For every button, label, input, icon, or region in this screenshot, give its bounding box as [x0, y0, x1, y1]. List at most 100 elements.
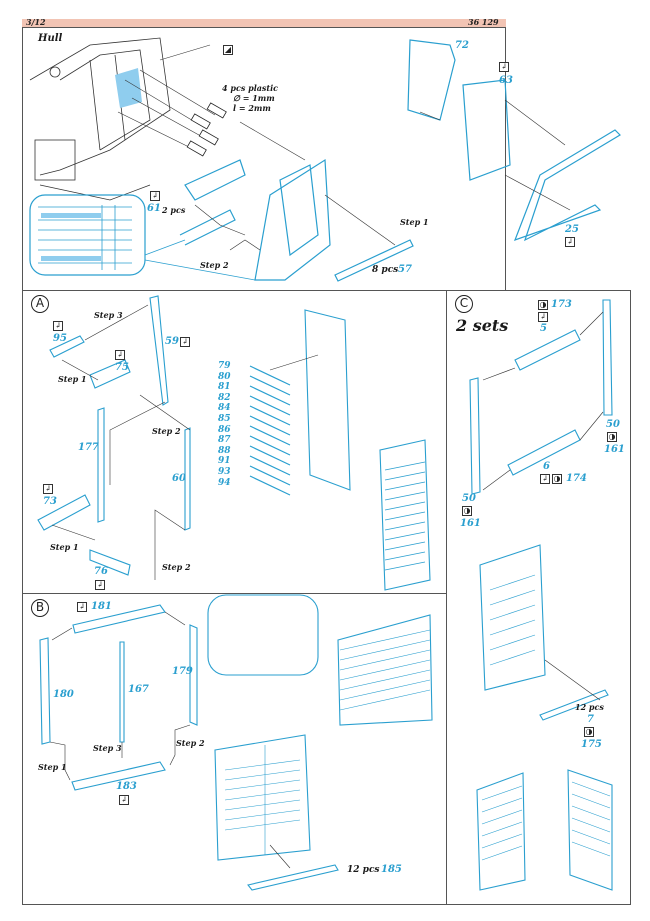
louver-part-label: 81	[218, 382, 231, 393]
section-c-slats	[481, 574, 611, 861]
part-167-label: 167	[128, 684, 149, 695]
bend-icon: ↲	[499, 62, 509, 72]
part-61-qty: 2 pcs	[162, 205, 186, 215]
section-c-parts	[469, 299, 613, 891]
bend-icon: ↲	[53, 321, 63, 331]
part-161-right-label: 161	[604, 444, 625, 455]
part-5-label: 5	[540, 323, 547, 334]
part-7-qty: 12 pcs	[575, 702, 604, 712]
hull-blue-parts	[29, 39, 621, 282]
part-61-label: 61	[147, 203, 161, 214]
part-63-label: 63	[499, 75, 513, 86]
section-b-slats	[224, 629, 431, 855]
section-a-arrows	[51, 304, 319, 580]
louver-part-label: 94	[218, 477, 231, 488]
part-185-qty: 12 pcs	[347, 865, 380, 875]
plastic-note-line3: l = 2mm	[233, 103, 271, 113]
sets-count: 2 sets	[456, 316, 509, 335]
section-b-parts	[39, 594, 433, 891]
louver-part-label: 84	[218, 403, 231, 414]
louver-part-label: 80	[218, 371, 231, 382]
part-57-label: 57	[398, 264, 412, 275]
part-6-label: 6	[543, 461, 550, 472]
part-183-label: 183	[116, 781, 137, 792]
bend-icon: ↲	[115, 350, 125, 360]
part-7-label: 7	[587, 714, 594, 725]
hull-step-1: Step 1	[400, 217, 429, 227]
anneal-icon: ◑	[552, 474, 562, 484]
part-50-left-label: 50	[462, 493, 476, 504]
hull-sketch	[29, 37, 171, 201]
page-number: 3/12	[26, 17, 46, 27]
anneal-icon: ◑	[538, 300, 548, 310]
part-25-label: 25	[565, 224, 579, 235]
louver-part-label: 91	[218, 456, 231, 467]
louver-part-label: 93	[218, 467, 231, 477]
section-b-step-3: Step 3	[93, 743, 122, 753]
bend-icon: ↲	[150, 191, 160, 201]
plastic-note-line2: ∅ = 1mm	[233, 93, 275, 103]
section-a-marker: A	[31, 295, 49, 313]
bend-icon: ↲	[119, 795, 129, 805]
bend-icon: ↲	[95, 580, 105, 590]
part-95-label: 95	[53, 333, 67, 344]
section-b-step-2: Step 2	[176, 738, 205, 748]
section-a-step-2-upper: Step 2	[152, 426, 181, 436]
louver-part-label: 86	[218, 424, 231, 435]
louver-part-label: 88	[218, 445, 231, 456]
bend-icon: ↲	[43, 484, 53, 494]
part-173-label: 173	[551, 299, 572, 310]
anneal-icon: ◑	[584, 727, 594, 737]
part-50-right-label: 50	[606, 419, 620, 430]
section-b-step-1: Step 1	[38, 762, 67, 772]
part-76-label: 76	[94, 566, 108, 577]
section-b-arrows	[49, 611, 291, 869]
part-59-label: 59	[165, 336, 179, 347]
part-179-label: 179	[172, 666, 193, 677]
paint-icon: ◢	[223, 45, 233, 55]
bend-icon: ↲	[565, 237, 575, 247]
plastic-pins	[186, 102, 227, 157]
part-75-label: 75	[115, 362, 129, 373]
part-175-label: 175	[581, 739, 602, 750]
product-code: 36 129	[468, 17, 499, 27]
hull-arrows	[194, 99, 571, 251]
section-a-step-1-lower: Step 1	[50, 542, 79, 552]
part-72-label: 72	[455, 40, 469, 51]
part-180-label: 180	[53, 689, 74, 700]
bend-icon: ↲	[77, 602, 87, 612]
part-73-label: 73	[43, 496, 57, 507]
hull-title: Hull	[38, 33, 63, 44]
anneal-icon: ◑	[462, 506, 472, 516]
header-bar	[22, 19, 506, 27]
anneal-icon: ◑	[607, 432, 617, 442]
louver-strips	[249, 365, 291, 496]
hull-fill-area	[115, 68, 142, 108]
louver-part-label: 79	[218, 361, 231, 371]
bend-icon: ↲	[538, 312, 548, 322]
part-185-label: 185	[381, 864, 402, 875]
section-a-step-3: Step 3	[94, 310, 123, 320]
detail-inset-lines	[38, 205, 256, 281]
assembled-louver-a	[384, 461, 426, 571]
section-a-step-1-upper: Step 1	[58, 374, 87, 384]
bend-icon: ↲	[180, 337, 190, 347]
louver-part-label: 85	[218, 414, 231, 424]
plastic-note-line1: 4 pcs plastic	[222, 83, 279, 93]
part-161-left-label: 161	[460, 518, 481, 529]
part-57-qty: 8 pcs	[372, 265, 399, 275]
part-60-label: 60	[172, 473, 186, 484]
section-c-marker: C	[455, 295, 473, 313]
part-181-label: 181	[91, 601, 112, 612]
pin-leaders	[117, 44, 306, 161]
section-c-panel	[446, 290, 631, 905]
hull-step-2: Step 2	[200, 260, 229, 270]
section-a-parts	[37, 295, 431, 591]
section-b-marker: B	[31, 599, 49, 617]
part-174-label: 174	[566, 473, 587, 484]
part-177-label: 177	[78, 442, 99, 453]
section-c-arrows	[482, 311, 604, 701]
section-a-step-2-lower: Step 2	[162, 562, 191, 572]
louver-part-label: 82	[218, 392, 231, 403]
